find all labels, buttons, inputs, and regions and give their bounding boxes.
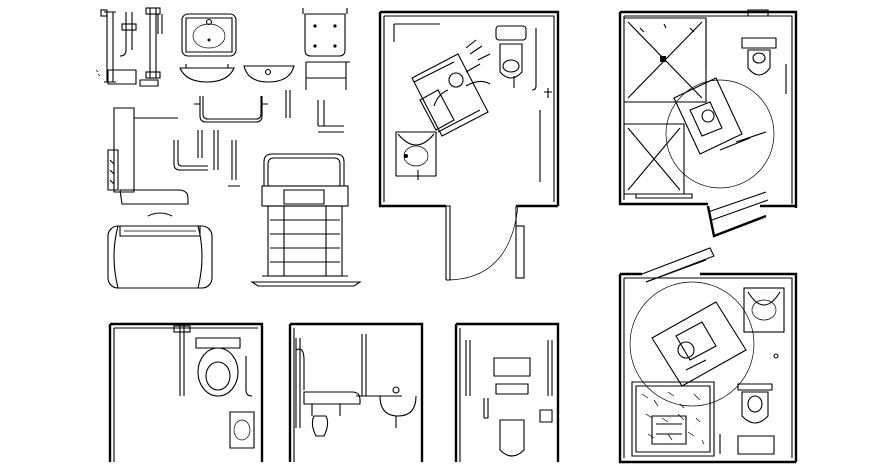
toilet-elevation-a [108, 322, 264, 462]
bathtub-lift-set [250, 153, 362, 287]
shower-seat-set [302, 8, 350, 133]
washbasin-set [179, 13, 295, 83]
shower-chair-side [107, 107, 189, 205]
grab-bar-set [95, 7, 163, 87]
corner-grab-bars [173, 90, 291, 187]
basin-elevation-b [288, 322, 424, 462]
accessible-bathroom-plan-a [378, 10, 560, 281]
accessible-bathroom-plan-b [618, 9, 798, 238]
bathtub-seat [107, 212, 213, 289]
accessible-bathroom-plan-c [618, 247, 798, 464]
urinal-elevation-c [454, 322, 560, 462]
